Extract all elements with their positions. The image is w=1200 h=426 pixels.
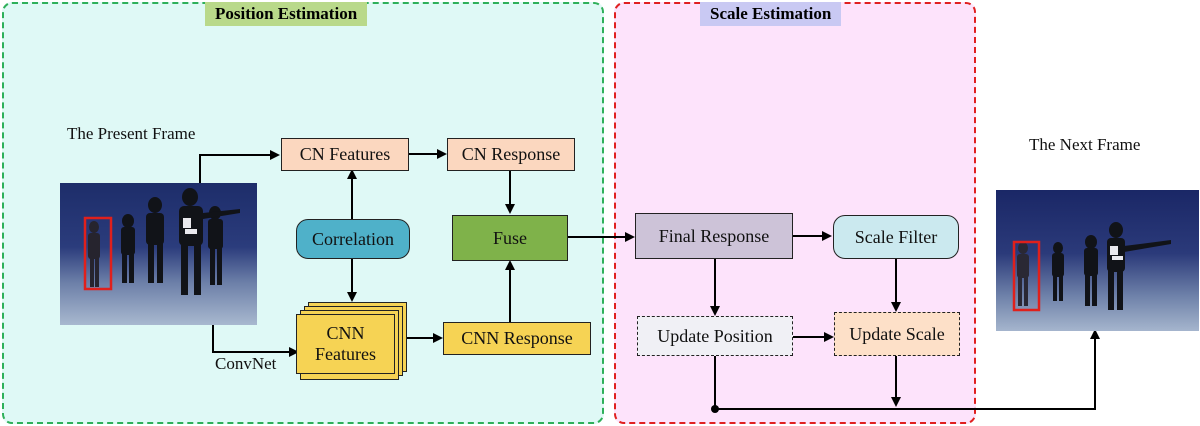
tracking-box-icon [83, 216, 113, 291]
cnn-response-label: CNN Response [461, 328, 573, 349]
correlation-box: Correlation [296, 219, 410, 259]
convnet-label: ConvNet [215, 354, 277, 373]
correlation-label: Correlation [312, 228, 394, 249]
cn-response-box: CN Response [447, 138, 575, 171]
scale-filter-box: Scale Filter [833, 215, 959, 259]
fuse-box: Fuse [452, 215, 568, 261]
cnn-features-label-line2: Features [315, 344, 376, 364]
final-response-label: Final Response [658, 225, 770, 246]
next-frame-label: The Next Frame [1029, 135, 1141, 154]
cn-features-label: CN Features [299, 144, 391, 165]
cnn-response-box: CNN Response [443, 322, 591, 355]
edge-frame-to-cn-features [199, 150, 280, 183]
update-scale-label: Update Scale [849, 323, 945, 344]
update-position-label: Update Position [657, 325, 773, 346]
cnn-features-box: CNN Features [296, 314, 395, 374]
edge-frame-to-cnn-features [212, 325, 299, 357]
junction-dot [711, 405, 719, 413]
cnn-features-label-line1: CNN [326, 323, 365, 344]
scale-filter-label: Scale Filter [854, 226, 938, 247]
present-frame-image [60, 183, 257, 325]
update-scale-box: Update Scale [834, 312, 960, 356]
tracking-box-icon [1012, 240, 1041, 312]
next-frame-image [996, 190, 1199, 331]
position-estimation-title: Position Estimation [205, 2, 368, 26]
scale-estimation-title: Scale Estimation [700, 2, 842, 26]
edge-update-position-to-next-frame [714, 329, 1100, 410]
update-position-box: Update Position [637, 316, 793, 356]
final-response-box: Final Response [635, 213, 793, 259]
cn-features-box: CN Features [281, 138, 409, 171]
fuse-label: Fuse [492, 227, 527, 248]
cn-response-label: CN Response [461, 144, 561, 165]
present-frame-label: The Present Frame [67, 124, 196, 143]
